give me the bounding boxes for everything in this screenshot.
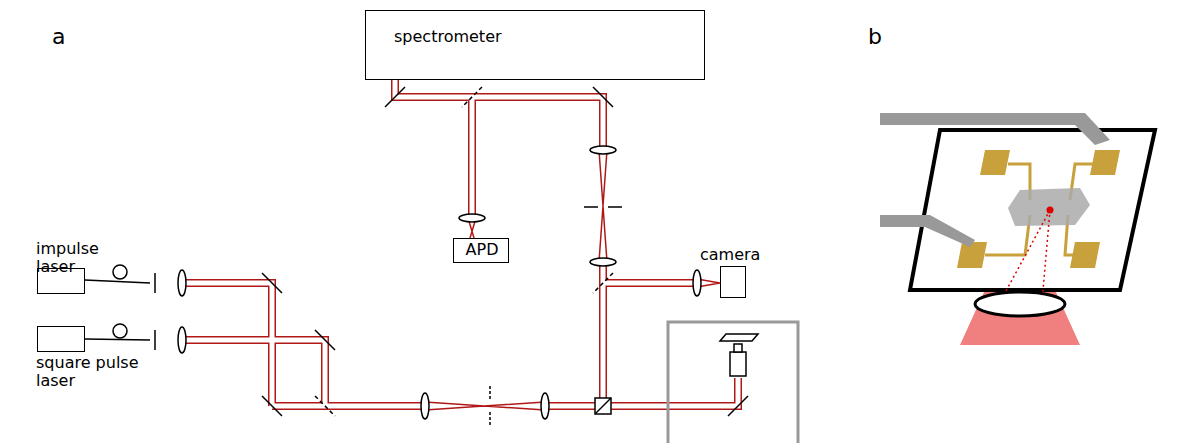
node-label: square pulse laser: [36, 354, 156, 391]
device-box: [720, 266, 746, 298]
panel-letter: a: [52, 24, 65, 49]
spectrometer-box: spectrometer: [365, 10, 705, 80]
panel-letter: b: [868, 24, 882, 49]
device-box: [37, 326, 85, 352]
node-label: APD: [454, 241, 510, 259]
detector-box: APD: [453, 238, 509, 263]
node-label: camera: [700, 246, 780, 264]
laser-node: square pulse laser: [32, 324, 162, 394]
camera-node: camera: [700, 246, 780, 298]
sample-illustration: [880, 113, 1155, 345]
node-label: spectrometer: [394, 28, 554, 46]
laser-node: impulse laser: [32, 240, 122, 295]
node-label: impulse laser: [36, 240, 111, 277]
